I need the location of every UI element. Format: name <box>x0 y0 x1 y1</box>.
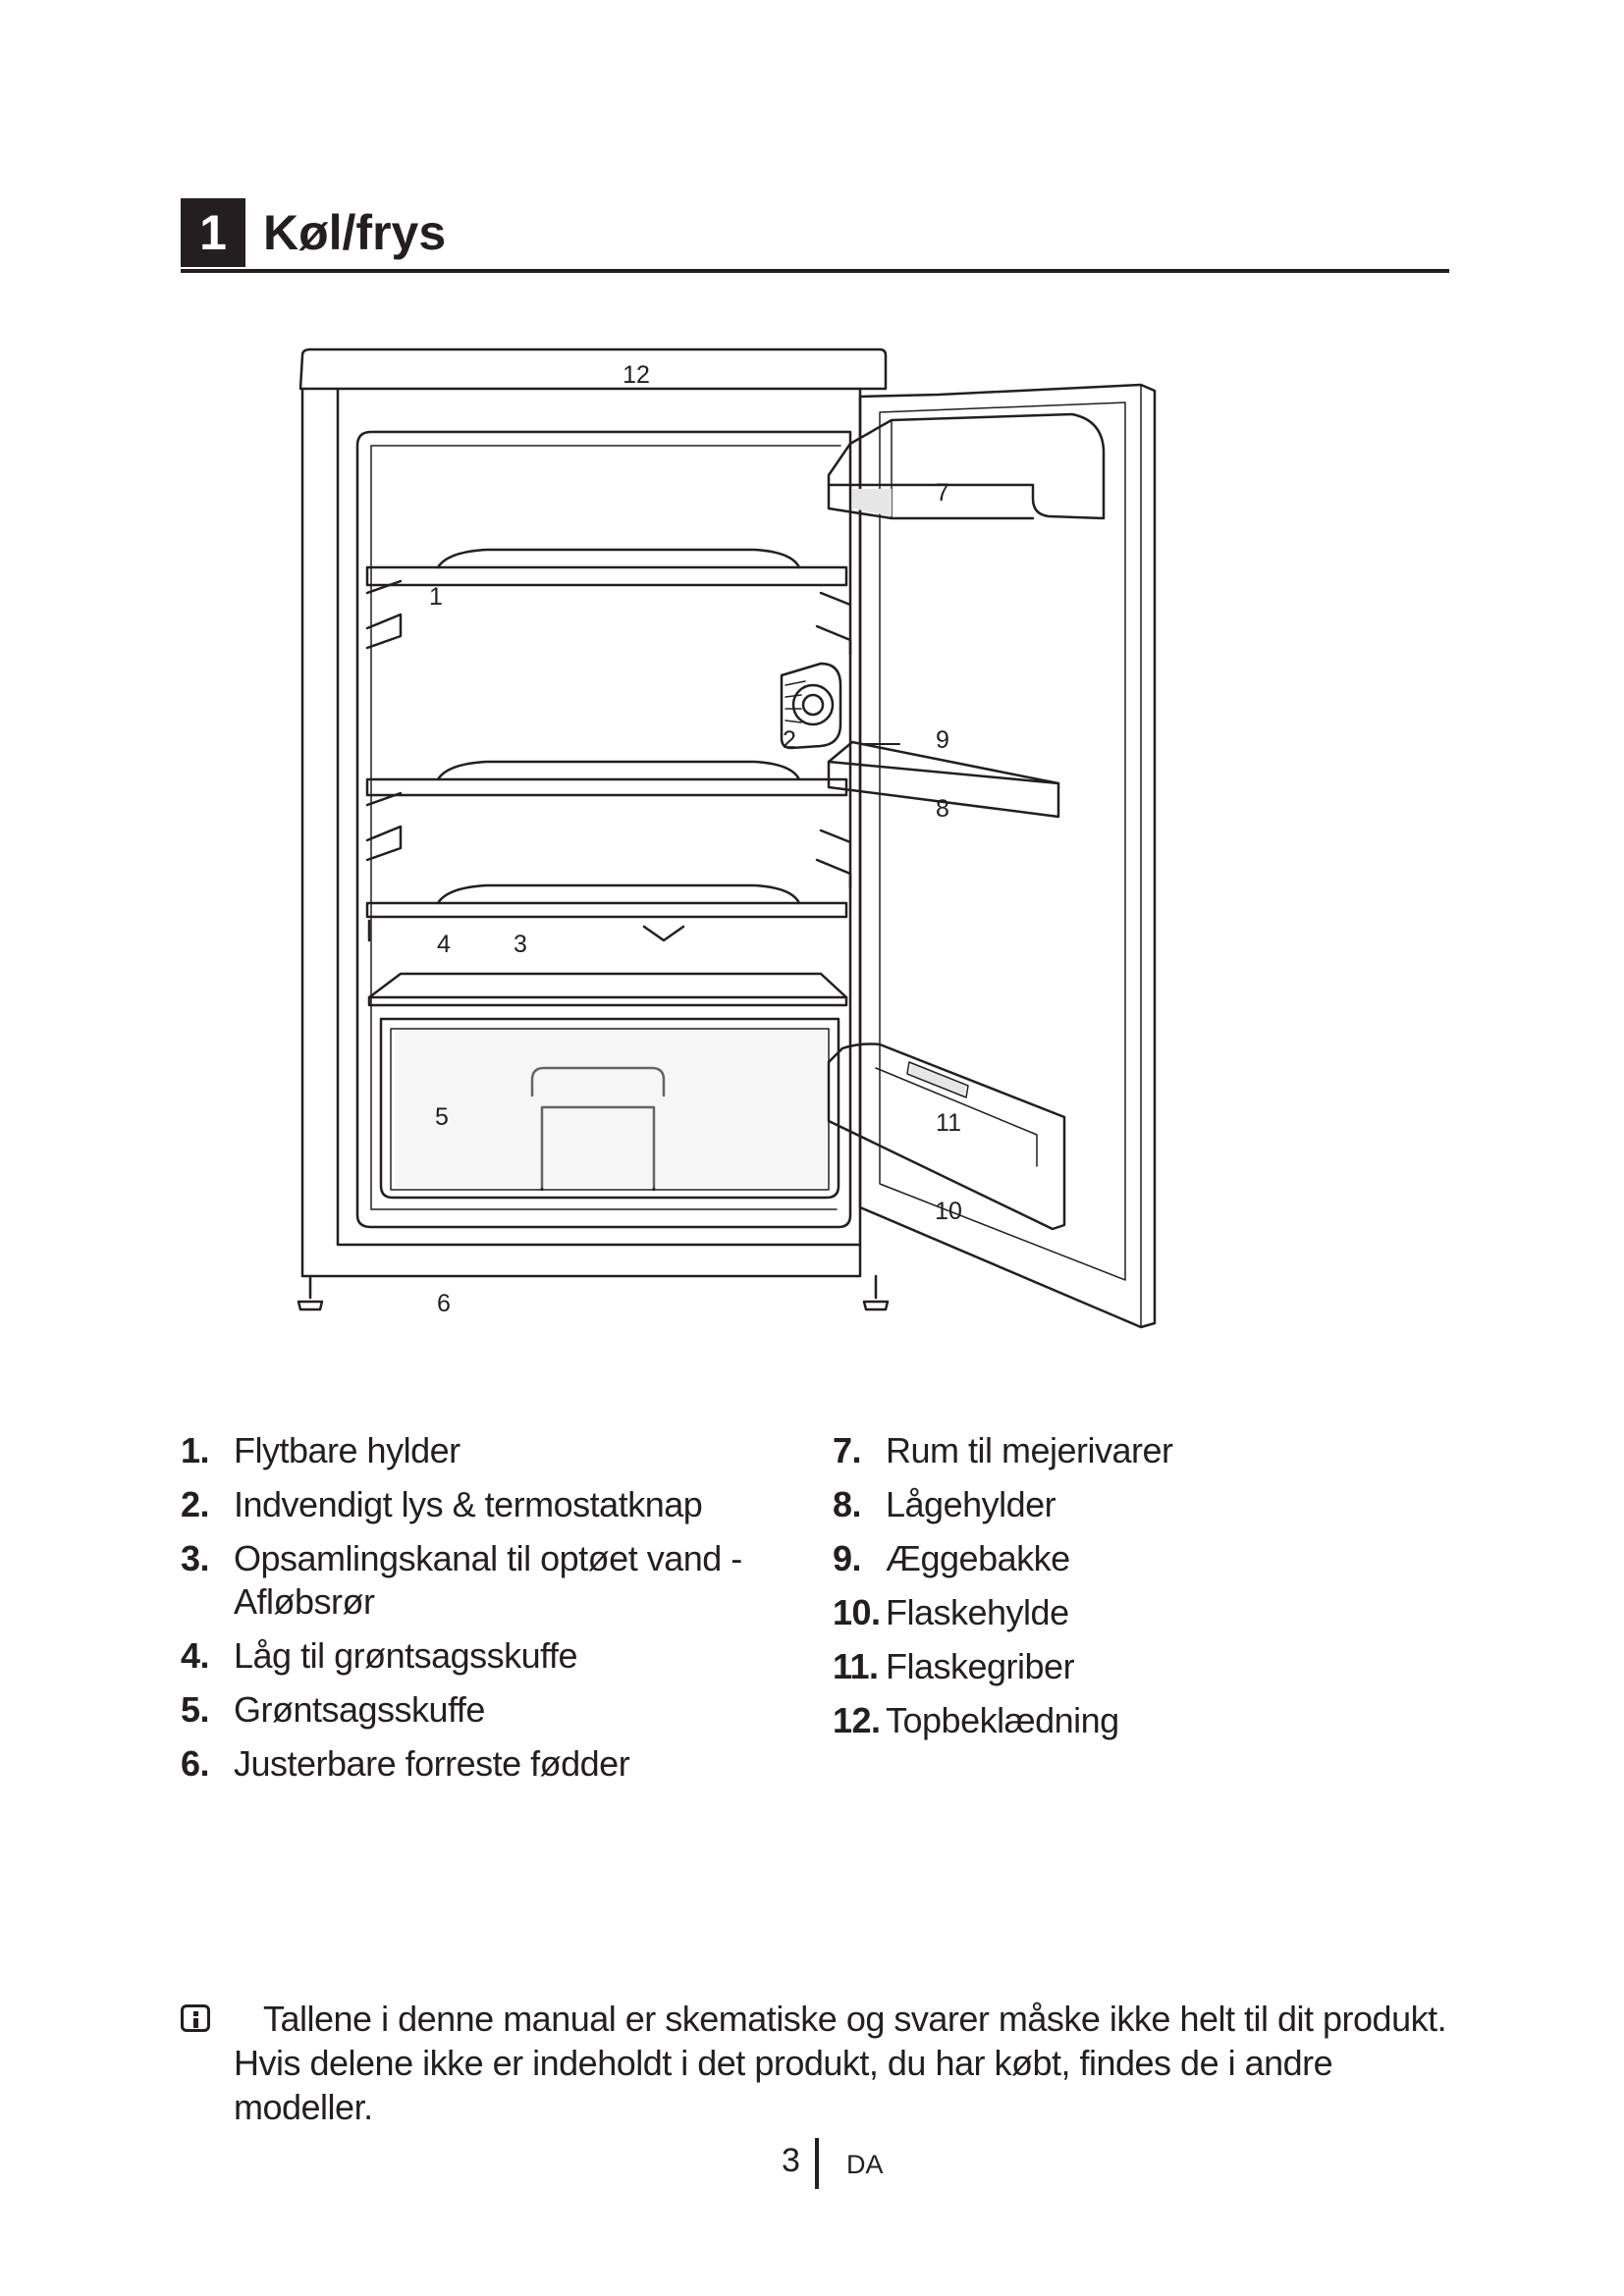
legend-text: Flaskegriber <box>886 1646 1075 1686</box>
top-cover <box>298 347 888 391</box>
legend-text: Opsamlingskanal til optøet vand - Afløbs… <box>234 1538 742 1622</box>
section-number: 1 <box>181 198 245 267</box>
note-text: Tallene i denne manual er skematiske og … <box>234 1999 1447 2127</box>
open-door <box>858 383 1157 1329</box>
legend-text: Flytbare hylder <box>234 1430 460 1470</box>
callout-2: 2 <box>783 726 796 754</box>
callout-10: 10 <box>935 1198 962 1225</box>
legend-number: 9. <box>833 1538 862 1578</box>
legend-number: 3. <box>181 1538 210 1578</box>
shelf-3 <box>365 901 848 919</box>
legend-text: Æggebakke <box>886 1538 1070 1578</box>
callout-11: 11 <box>936 1109 961 1137</box>
legend-item: 7. Rum til mejerivarer <box>833 1429 1382 1472</box>
page-number: 3 <box>782 2142 800 2179</box>
callout-1: 1 <box>429 583 443 611</box>
legend-number: 7. <box>833 1430 862 1470</box>
legend-left: 1. Flytbare hylder 2. Indvendigt lys & ter… <box>181 1429 809 1796</box>
legend-item: 10.Flaskehylde <box>833 1591 1382 1634</box>
legend-text: Topbeklædning <box>886 1700 1119 1740</box>
legend-item: 4. Låg til grøntsagsskuffe <box>181 1634 809 1678</box>
legend-text: Rum til mejerivarer <box>886 1430 1173 1470</box>
callout-6: 6 <box>437 1290 451 1317</box>
legend-number: 2. <box>181 1484 210 1524</box>
callout-7: 7 <box>936 479 949 507</box>
legend-item: 2. Indvendigt lys & termostatknap <box>181 1483 809 1526</box>
legend-text: Indvendigt lys & termostatknap <box>234 1484 703 1524</box>
legend-number: 6. <box>181 1743 210 1784</box>
page-footer: 3 DA <box>0 2138 1624 2193</box>
legend-item: 9. Æggebakke <box>833 1537 1382 1580</box>
info-icon <box>181 2004 210 2032</box>
door-shelf <box>827 760 1060 819</box>
callout-3: 3 <box>514 931 527 958</box>
legend-item: 11.Flaskegriber <box>833 1645 1382 1688</box>
legend-item: 12.Topbeklædning <box>833 1699 1382 1742</box>
legend-text: Justerbare forreste fødder <box>234 1743 630 1784</box>
inner-liner <box>355 430 852 1229</box>
front-foot-left <box>297 1274 324 1311</box>
fridge-illustration: 12 7 1 2 9 8 4 3 5 11 10 6 <box>297 347 1157 1329</box>
shelf-1 <box>365 565 848 587</box>
language-code: DA <box>846 2150 884 2179</box>
legend-text: Flaskehylde <box>886 1592 1069 1632</box>
legend-right: 7. Rum til mejerivarer 8. Lågehylder 9. Ægg… <box>833 1429 1382 1753</box>
legend-text: Lågehylder <box>886 1484 1056 1524</box>
section-title: Køl/frys <box>263 205 447 260</box>
legend-text: Grøntsagsskuffe <box>234 1689 485 1730</box>
legend-number: 1. <box>181 1430 210 1470</box>
bottle-shelf <box>827 1042 1066 1231</box>
legend-item: 3. Opsamlingskanal til optøet vand - Aflø… <box>181 1537 809 1624</box>
callout-9: 9 <box>936 726 949 754</box>
crisper-cover <box>367 972 848 999</box>
legend-number: 5. <box>181 1689 210 1730</box>
footer-divider <box>815 2138 819 2189</box>
dairy-compartment <box>827 412 1106 520</box>
front-foot-right <box>862 1274 890 1311</box>
callout-4: 4 <box>437 931 451 958</box>
legend-number: 8. <box>833 1484 862 1524</box>
shelf-2 <box>365 777 848 797</box>
legend-item: 5. Grøntsagsskuffe <box>181 1688 809 1732</box>
legend-text: Låg til grøntsagsskuffe <box>234 1635 578 1676</box>
legend-number: 11. <box>833 1646 879 1686</box>
legend-number: 4. <box>181 1635 210 1676</box>
legend-item: 1. Flytbare hylder <box>181 1429 809 1472</box>
crisper-drawer <box>379 1017 840 1200</box>
info-note: Tallene i denne manual er skematiske og … <box>181 1997 1457 2129</box>
callout-5: 5 <box>435 1103 449 1131</box>
legend-item: 8. Lågehylder <box>833 1483 1382 1526</box>
legend-number: 12. <box>833 1700 881 1740</box>
fridge-diagram: 12 7 1 2 9 8 4 3 5 11 10 6 <box>291 342 1302 1402</box>
section-heading: 1 Køl/frys <box>181 196 1449 273</box>
thermostat-knob <box>780 662 842 750</box>
callout-12: 12 <box>623 361 650 389</box>
callout-8: 8 <box>936 795 949 823</box>
legend-number: 10. <box>833 1592 881 1632</box>
legend-item: 6. Justerbare forreste fødder <box>181 1742 809 1786</box>
